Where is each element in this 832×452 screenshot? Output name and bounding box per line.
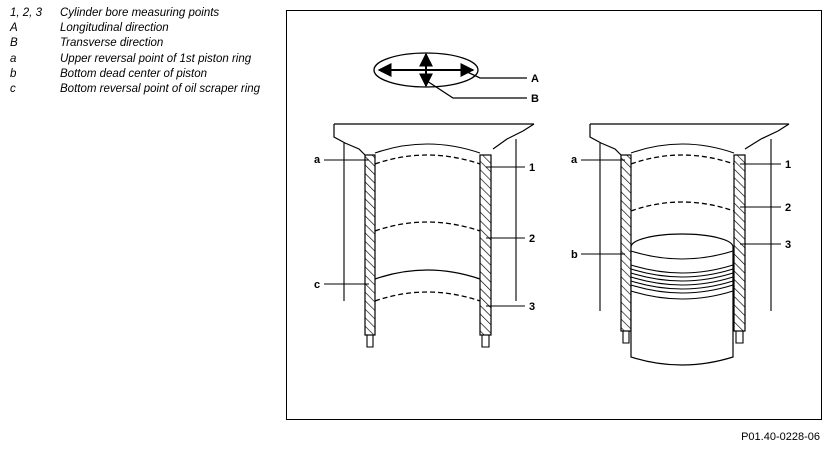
legend-text: Longitudinal direction (60, 22, 169, 35)
legend-text: Bottom dead center of piston (60, 67, 208, 80)
label-transverse-direction: B (531, 93, 539, 105)
label-longitudinal-direction: A (531, 73, 539, 85)
legend-key: B (10, 37, 18, 50)
legend-key: 1, 2, 3 (10, 7, 42, 19)
label-right-a: a (571, 154, 578, 166)
label-right-point-1: 1 (785, 159, 791, 171)
legend-key: c (10, 83, 16, 96)
legend-text: Upper reversal point of 1st piston ring (60, 52, 252, 65)
legend-item-transverse: B Transverse direction (10, 36, 280, 51)
legend-key: b (10, 67, 17, 80)
label-right-point-2: 2 (785, 202, 791, 214)
legend-item-upper-reversal: a Upper reversal point of 1st piston rin… (10, 52, 280, 67)
direction-indicator: A B (373, 52, 539, 105)
piston (630, 233, 734, 366)
label-left-point-2: 2 (529, 233, 535, 245)
legend: 1, 2, 3 Cylinder bore measuring points A… (10, 6, 280, 97)
figure-frame: A B (286, 10, 822, 420)
legend-item-bottom-dead-center: b Bottom dead center of piston (10, 67, 280, 82)
legend-item-bottom-reversal: c Bottom reversal point of oil scraper r… (10, 82, 280, 97)
label-left-c: c (314, 279, 320, 291)
label-right-point-3: 3 (785, 239, 791, 251)
label-right-b: b (571, 249, 578, 261)
legend-text: Cylinder bore measuring points (60, 7, 220, 19)
legend-text: Bottom reversal point of oil scraper rin… (60, 83, 261, 96)
left-cylinder: a c 1 2 3 (314, 123, 535, 348)
cylinder-diagram: A B (314, 52, 791, 366)
legend-item-longitudinal: A Longitudinal direction (10, 21, 280, 36)
legend-item-measuring-points: 1, 2, 3 Cylinder bore measuring points (10, 6, 280, 21)
right-cylinder: a b 1 2 3 (571, 123, 791, 366)
label-left-point-3: 3 (529, 301, 535, 313)
legend-key: A (10, 22, 18, 35)
legend-text: Transverse direction (60, 37, 164, 50)
figure-reference: P01.40-0228-06 (741, 431, 820, 443)
label-left-point-1: 1 (529, 162, 535, 174)
legend-key: a (10, 52, 17, 65)
label-left-a: a (314, 154, 321, 166)
